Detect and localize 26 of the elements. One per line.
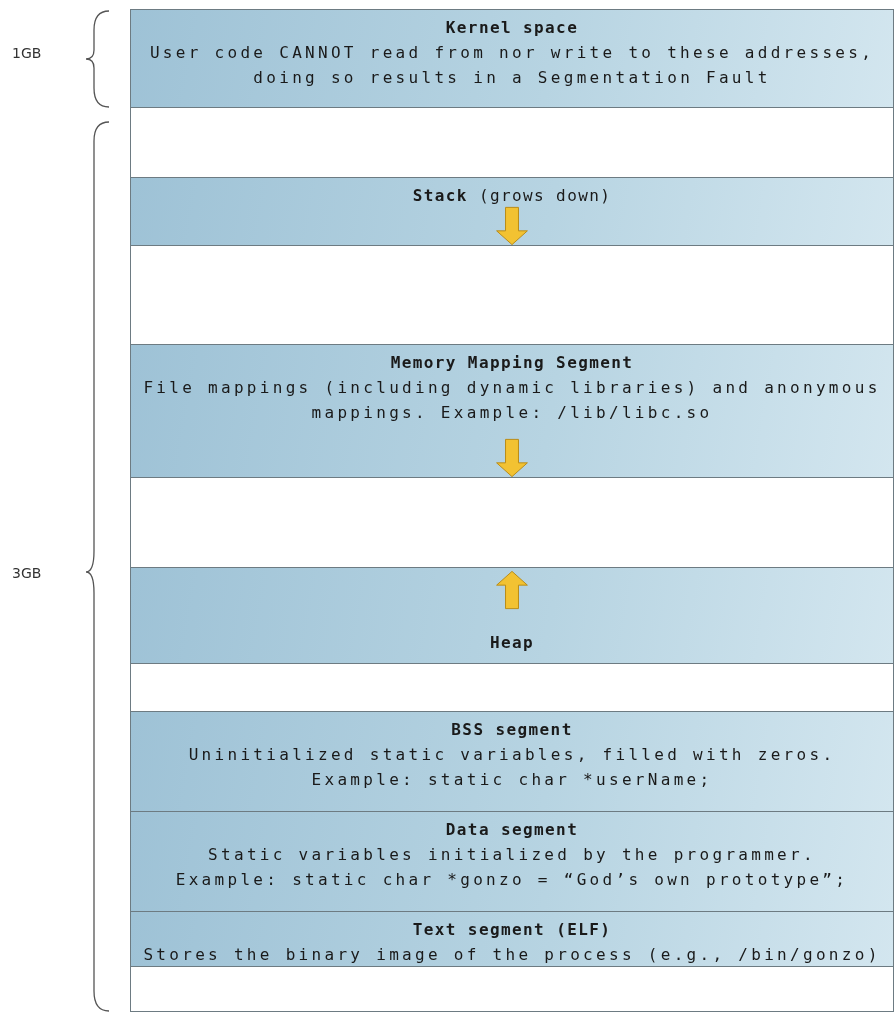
segment-title: Heap (489, 632, 535, 654)
empty-region (130, 663, 894, 712)
segment-title: Memory Mapping Segment (390, 352, 634, 374)
segment-description: Stores the binary image of the process (e.g., /bin/gonzo) (143, 944, 881, 966)
segment-title: Data segment (445, 819, 579, 841)
segment-title: BSS segment (451, 719, 573, 741)
memory-segment (130, 177, 894, 246)
empty-region (130, 107, 894, 178)
memory-segment (130, 911, 894, 967)
size-label: 1GB (12, 45, 42, 61)
memory-segment (130, 344, 894, 478)
memory-segment (130, 711, 894, 812)
memory-segment (130, 9, 894, 108)
segment-description: File mappings (including dynamic libraries) and anonymous mappings. Example: /lib/libc.so (142, 377, 882, 424)
segment-title: Text segment (ELF) (412, 919, 612, 941)
segment-title: Kernel space (445, 17, 579, 39)
empty-region (130, 477, 894, 568)
memory-segment (130, 567, 894, 664)
segment-title: Stack (grows down) (412, 185, 612, 207)
empty-region (130, 245, 894, 345)
size-label: 3GB (12, 565, 42, 581)
empty-region (130, 966, 894, 1012)
segment-description: Static variables initialized by the programmer. Example: static char *gonzo = “God’s own prototype”; (174, 844, 850, 891)
segment-description: User code CANNOT read from nor write to these addresses, doing so results in a Segmentation Fault (148, 42, 876, 89)
memory-segment (130, 811, 894, 912)
segment-description: Uninitialized static variables, filled with zeros. Example: static char *userName; (187, 744, 837, 791)
